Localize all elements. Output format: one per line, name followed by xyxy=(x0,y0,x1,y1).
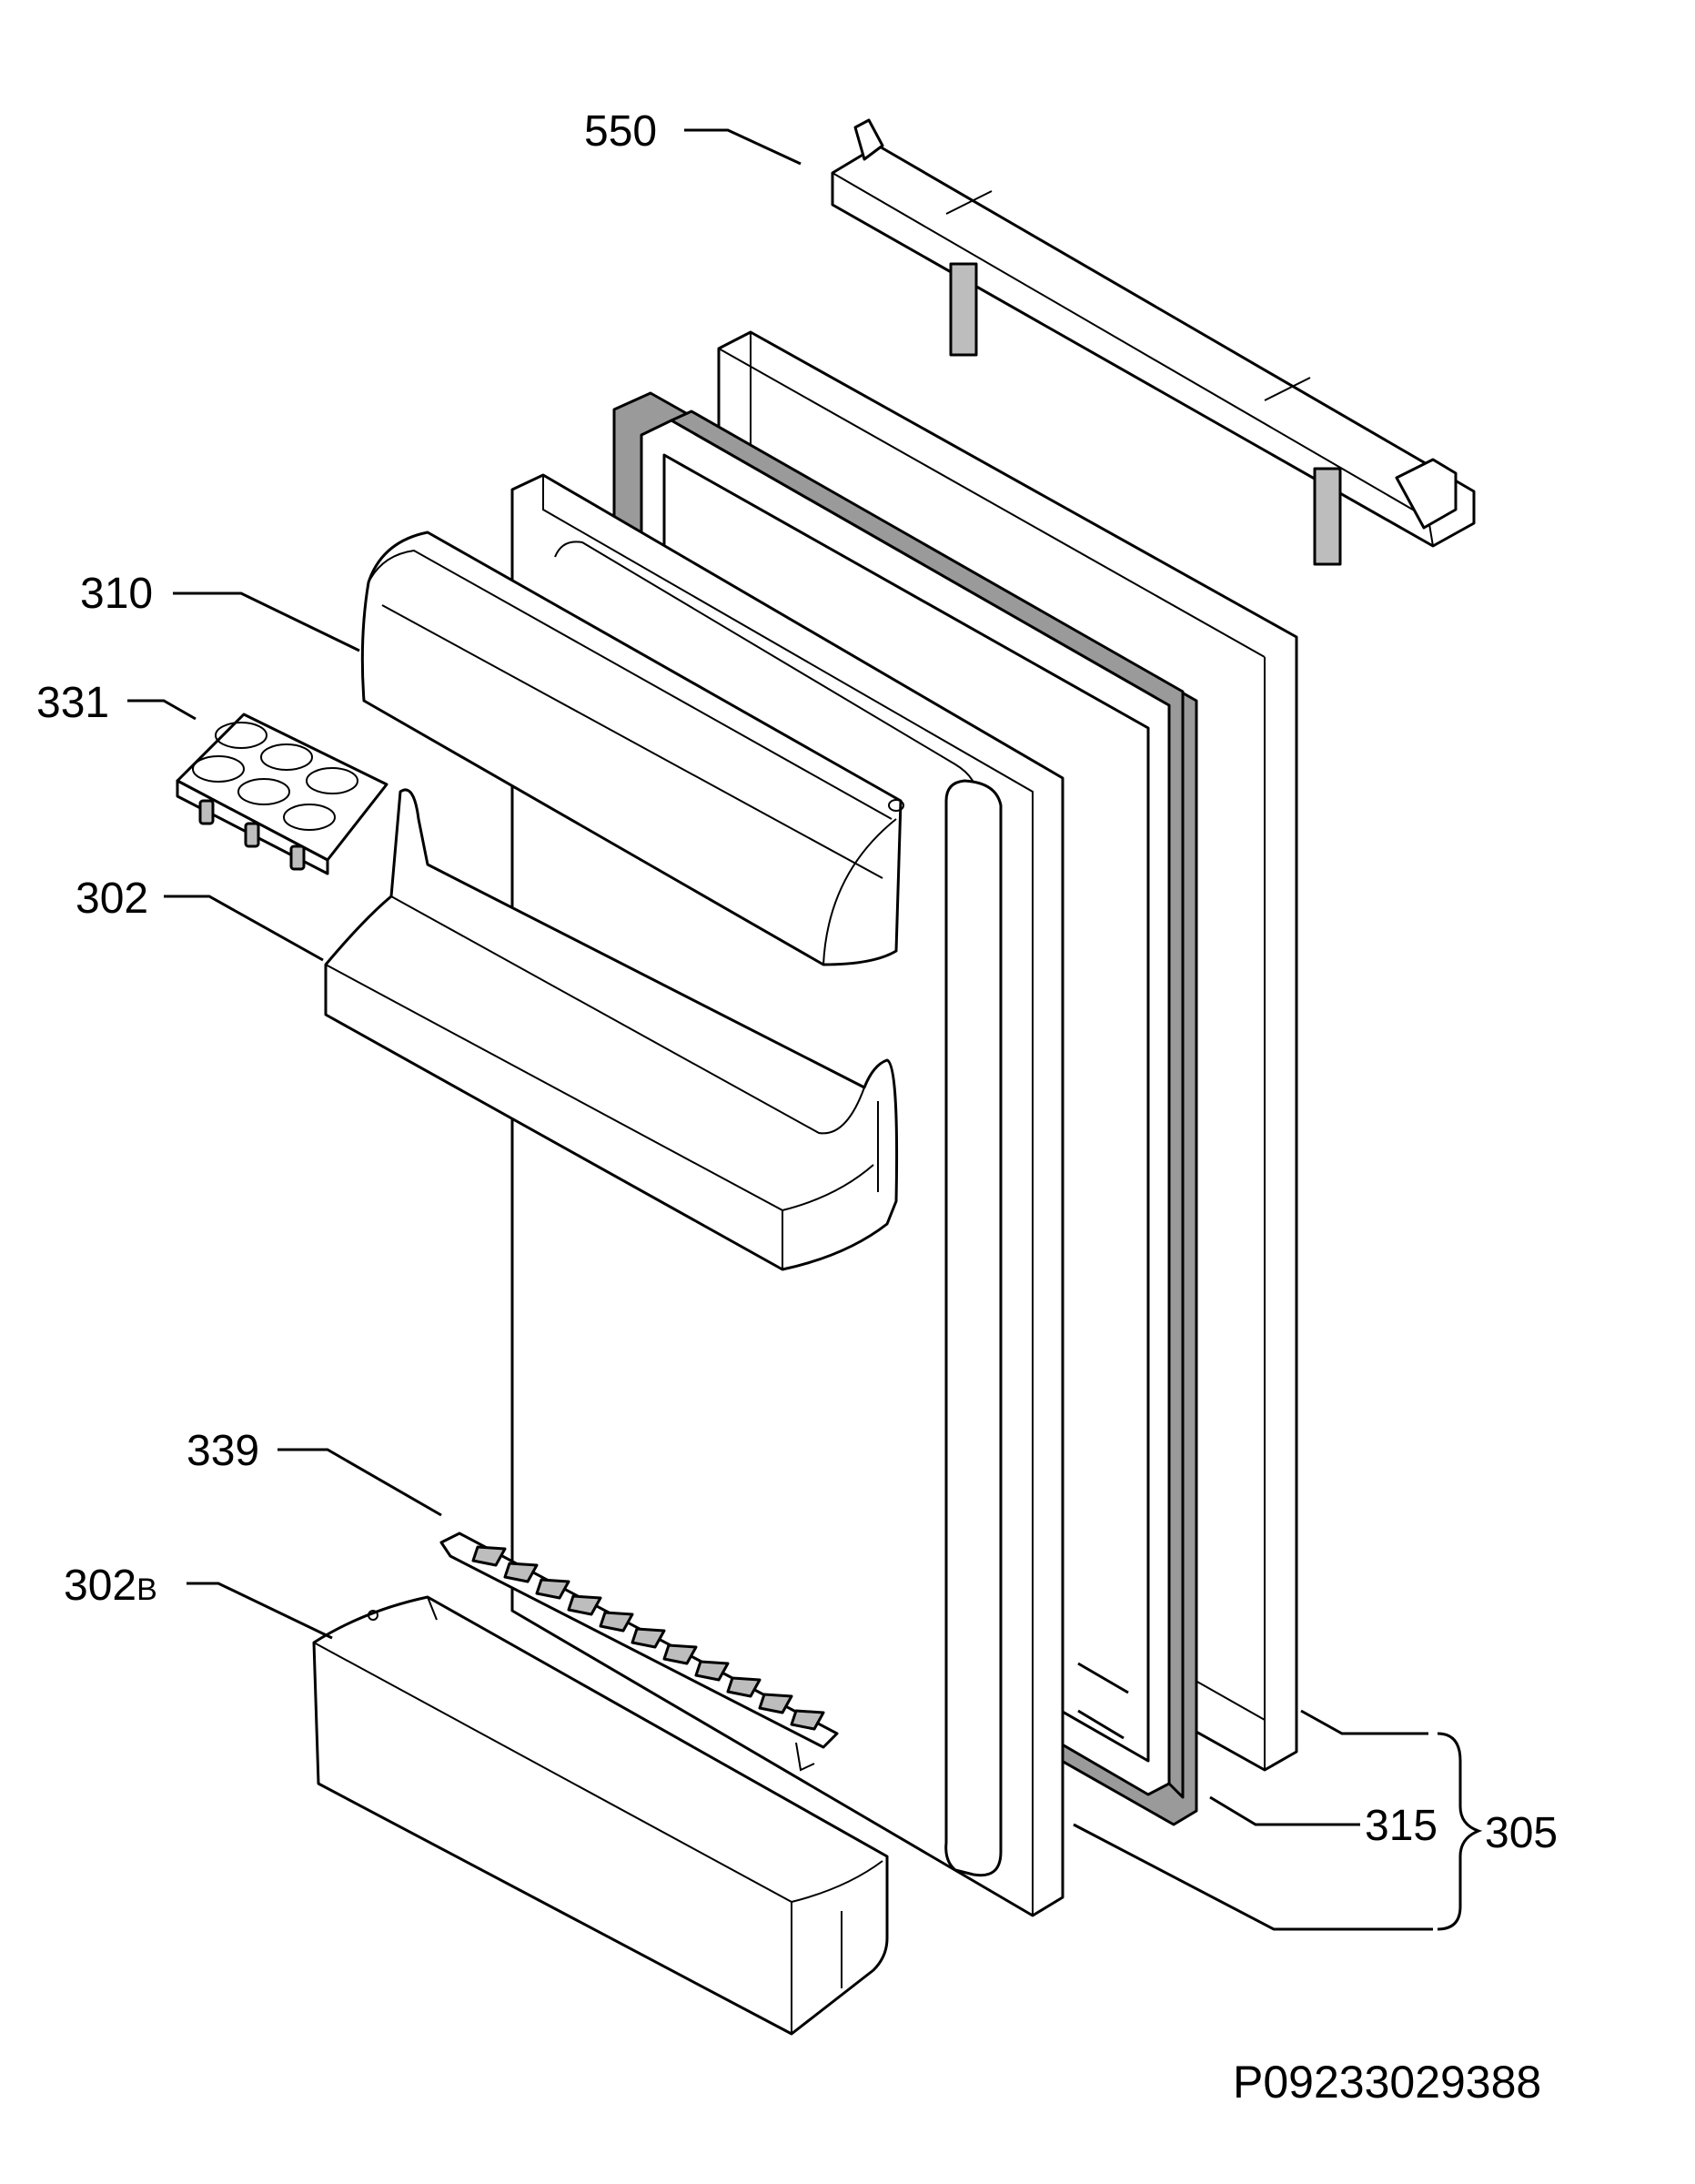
callout-302b-number: 302 xyxy=(64,1562,136,1610)
egg-tray xyxy=(176,713,388,875)
callout-305: 305 xyxy=(1485,1809,1558,1857)
bottle-rack xyxy=(439,1532,839,1772)
door-shelf-upper xyxy=(324,788,899,1271)
drawing-code: P09233029388 xyxy=(1233,2057,1541,2108)
callout-302b: 302B xyxy=(64,1562,157,1610)
door-handle-bar xyxy=(831,118,1476,566)
callout-550: 550 xyxy=(584,107,657,156)
callout-315: 315 xyxy=(1365,1802,1438,1850)
callout-302b-suffix: B xyxy=(136,1572,157,1607)
callout-310: 310 xyxy=(80,570,153,618)
callout-331: 331 xyxy=(36,679,109,727)
door-shelf-lower xyxy=(312,1595,889,2036)
shelf-cover xyxy=(360,531,904,966)
callout-339: 339 xyxy=(187,1427,259,1475)
callout-302: 302 xyxy=(76,875,148,923)
leader-lines xyxy=(127,128,1483,1931)
